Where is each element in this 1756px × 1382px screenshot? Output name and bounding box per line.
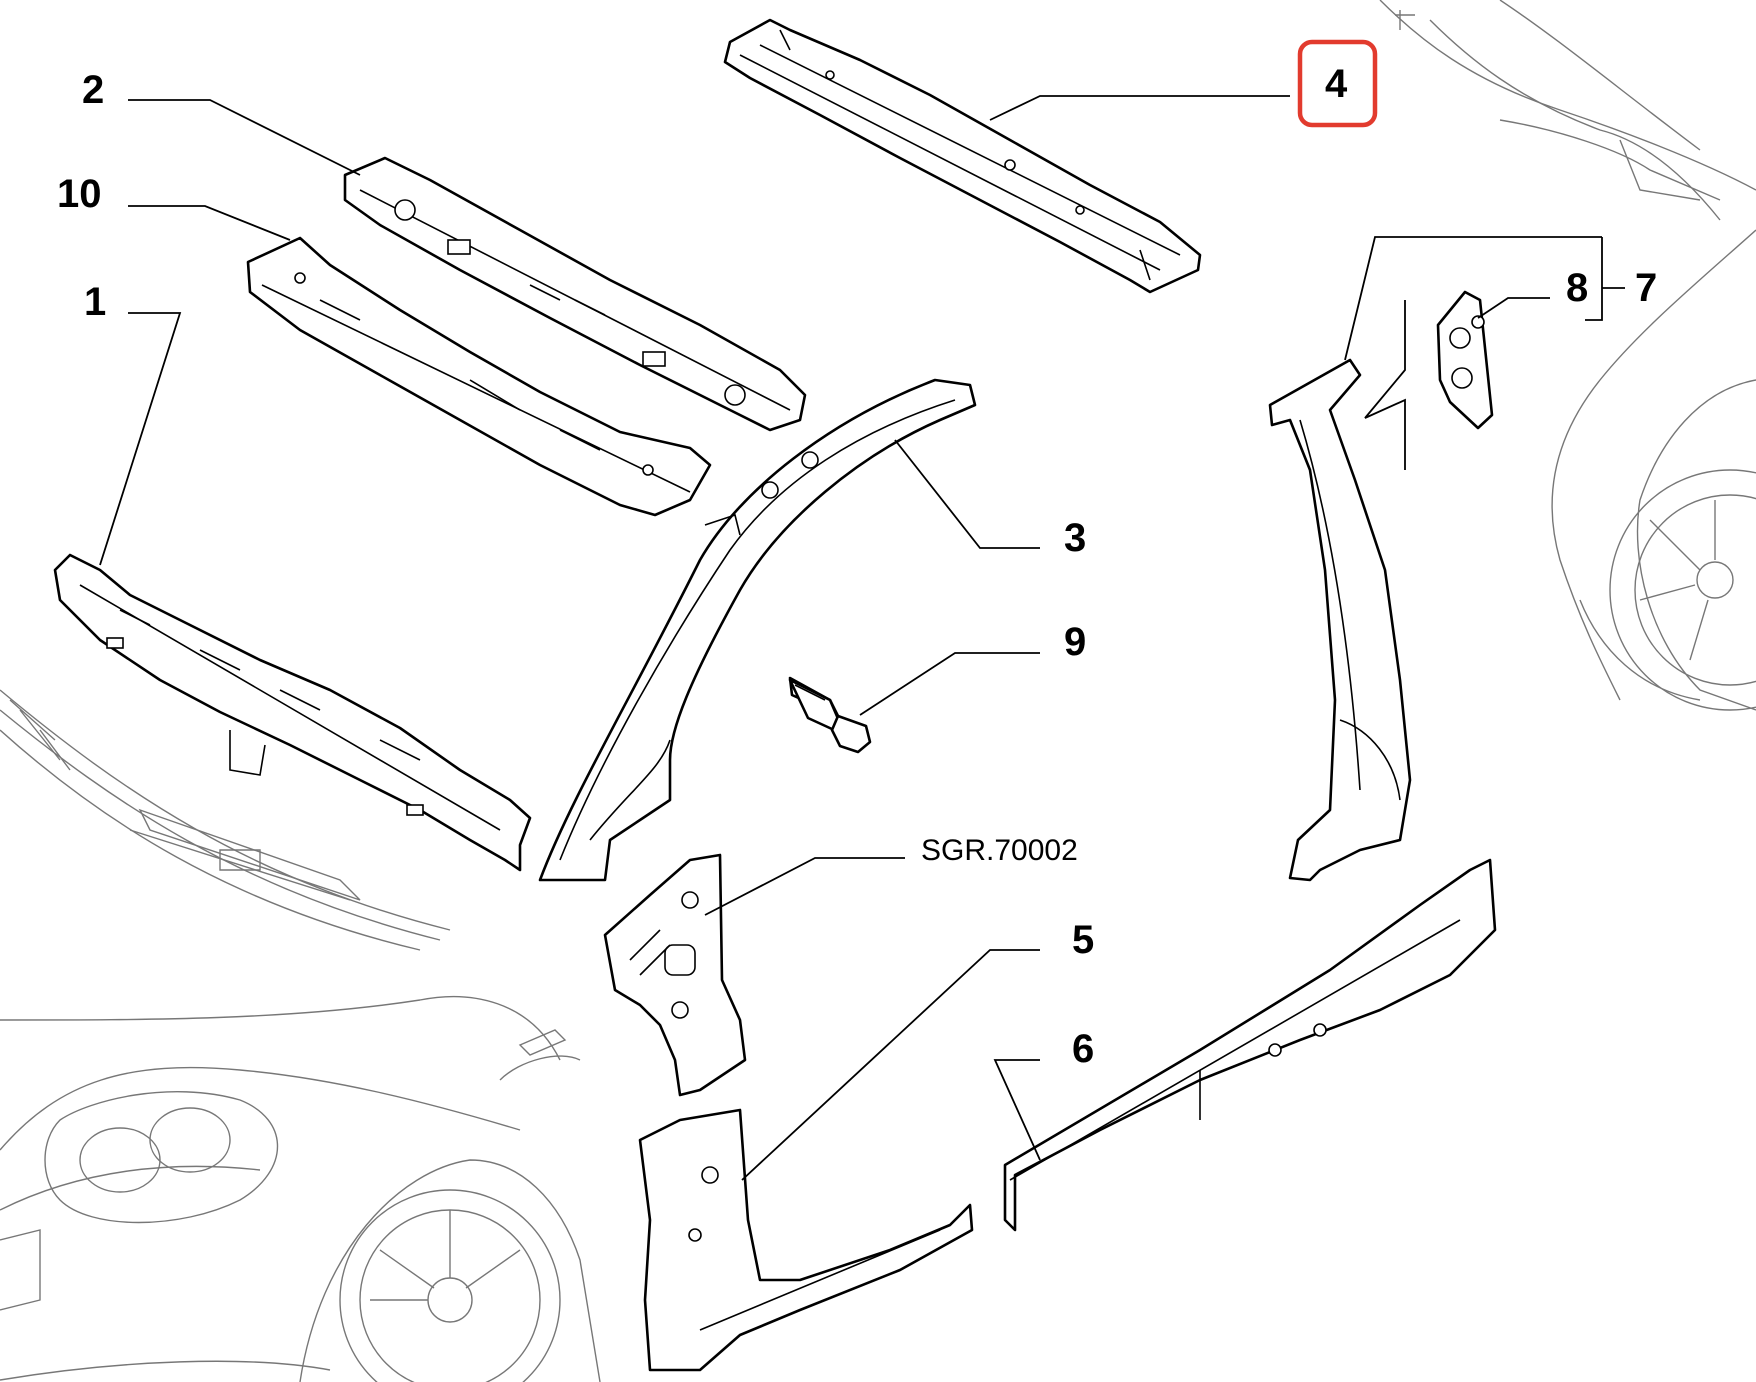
callout-4: 4	[1325, 62, 1348, 106]
callout-2: 2	[82, 68, 104, 112]
part-8-bracket-plate	[1436, 290, 1494, 430]
callout-1: 1	[84, 280, 106, 324]
highlight-box-callout-4	[1297, 39, 1378, 128]
callout-3: 3	[1064, 516, 1086, 560]
part-1-cowl-panel	[53, 553, 532, 872]
part-7-b-pillar	[1268, 358, 1412, 882]
part-2-roof-crossmember	[343, 156, 807, 432]
callout-labels: 2 10 1 4 3 9 SGR.70002 5 6 8 7	[57, 62, 1657, 1071]
callout-8: 8	[1566, 266, 1588, 310]
part-4-roof-crossmember	[723, 18, 1202, 294]
background-car-front	[0, 995, 601, 1382]
background-windshield-wipers	[0, 689, 451, 951]
callout-5: 5	[1072, 918, 1094, 962]
part-sgr-inner-bracket	[603, 853, 747, 1097]
part-5-pillar-lower-sill	[638, 1108, 974, 1372]
part-9-bolt	[788, 676, 872, 754]
part-10-windshield-upper-crossmember	[246, 236, 712, 517]
leader-lines	[99, 95, 1625, 1181]
background-car-rear	[1379, 0, 1756, 711]
part-3-a-pillar	[538, 378, 977, 882]
reference-label-sgr: SGR.70002	[921, 834, 1078, 867]
callout-10: 10	[57, 172, 102, 216]
part-6-rocker-sill	[1003, 858, 1497, 1232]
callout-6: 6	[1072, 1027, 1094, 1071]
callout-7: 7	[1635, 266, 1657, 310]
callout-9: 9	[1064, 620, 1086, 664]
